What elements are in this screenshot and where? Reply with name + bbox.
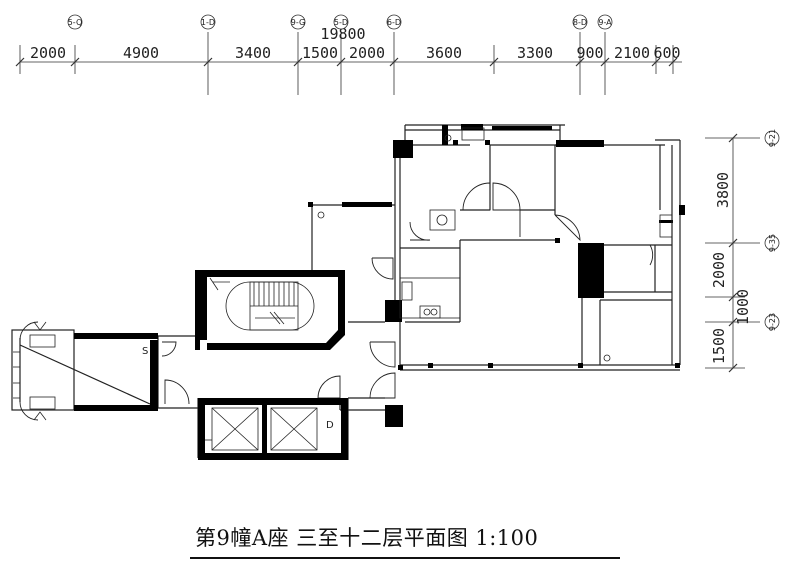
top-dimension-labels: 19800 2000 4900 3400 1500 2000 3600 3300… — [30, 25, 681, 62]
grid-label: 9-G — [291, 18, 305, 27]
right-dimension-chain — [705, 133, 760, 373]
dimension-segment: 3600 — [426, 44, 462, 62]
dimension-total: 19800 — [320, 25, 365, 43]
dimension-segment: 3300 — [517, 44, 553, 62]
top-dimension-chain — [15, 32, 682, 95]
grid-label: 5-Q — [68, 18, 83, 27]
grid-label: 6-D — [387, 18, 401, 27]
grid-label: 5-D — [334, 18, 348, 27]
elevator-cars — [205, 407, 318, 451]
right-grid-labels: 9-21 9-35 9-23 — [768, 129, 777, 331]
structural-walls — [74, 124, 685, 460]
door-swings — [19, 182, 654, 421]
room-mark-s: S — [142, 346, 148, 357]
grid-label: 9-35 — [768, 234, 777, 252]
dimension-segment: 2000 — [710, 252, 728, 288]
dimension-segment: 600 — [653, 44, 680, 62]
dimension-segment: 3400 — [235, 44, 271, 62]
dimension-segment: 4900 — [123, 44, 159, 62]
dimension-segment: 900 — [576, 44, 603, 62]
right-grid-bubbles — [764, 130, 780, 330]
grid-label: 9-21 — [768, 129, 777, 147]
dimension-segment: 2000 — [30, 44, 66, 62]
top-grid-labels: 5-Q 1-D 9-G 5-D 6-D 8-D 9-A — [68, 18, 612, 27]
dimension-segment: 1500 — [302, 44, 338, 62]
fixtures — [13, 127, 673, 421]
grid-label: 9-A — [598, 18, 612, 27]
stair — [209, 277, 315, 331]
dimension-segment: 3800 — [714, 172, 732, 208]
grid-label: 9-23 — [768, 313, 777, 331]
top-grid-bubbles — [67, 14, 613, 30]
right-dimension-labels: 3800 2000 1000 1500 — [710, 172, 752, 364]
drawing-title: 第9幢A座 三至十二层平面图 1:100 — [195, 526, 539, 550]
dimension-segment: 1500 — [710, 328, 728, 364]
dimension-segment: 1000 — [734, 289, 752, 325]
title-underline — [190, 557, 620, 559]
column-dots — [308, 140, 680, 370]
dimension-segment: 2100 — [614, 44, 650, 62]
room-mark-d: D — [326, 420, 334, 431]
dimension-segment: 2000 — [349, 44, 385, 62]
room-marks: S D — [142, 346, 334, 431]
grid-label: 8-D — [573, 18, 587, 27]
grid-label: 1-D — [201, 18, 215, 27]
